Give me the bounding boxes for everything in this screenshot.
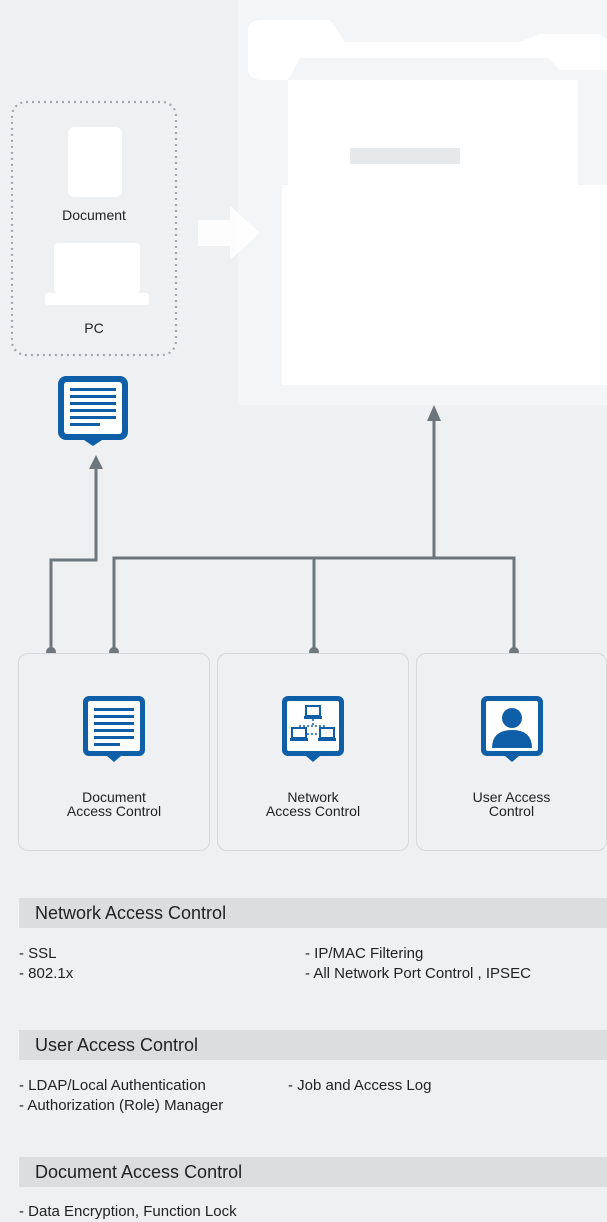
network-icon	[282, 696, 344, 762]
card-document-line1: Document	[82, 789, 146, 805]
document-item-encryption: - Data Encryption, Function Lock	[19, 1203, 237, 1220]
pc-label: PC	[84, 320, 104, 336]
card-network-label: Network Access Control	[218, 790, 408, 818]
document-icon	[58, 376, 128, 446]
card-document-label: Document Access Control	[19, 790, 209, 818]
document-icon	[83, 696, 145, 762]
card-document-access-control: Document Access Control	[18, 653, 210, 851]
source-group-box	[10, 100, 178, 357]
section-document-header: Document Access Control	[19, 1157, 607, 1187]
user-item-authorization: - Authorization (Role) Manager	[19, 1097, 224, 1114]
connector-lines	[49, 420, 516, 652]
network-item-ssl: - SSL	[19, 945, 57, 962]
user-item-job-log: - Job and Access Log	[288, 1077, 432, 1094]
arrowhead-printer	[427, 405, 441, 421]
document-label: Document	[62, 207, 126, 223]
card-network-access-control: Network Access Control	[217, 653, 409, 851]
document-silhouette	[68, 127, 122, 197]
network-item-8021x: - 802.1x	[19, 965, 74, 982]
card-user-line2: Control	[488, 803, 535, 819]
printer-silhouette	[238, 0, 607, 405]
section-user-header: User Access Control	[19, 1030, 607, 1060]
section-document-title: Document Access Control	[35, 1162, 243, 1182]
card-network-line2: Access Control	[265, 803, 361, 819]
card-user-access-control: User Access Control	[416, 653, 607, 851]
laptop-silhouette	[45, 243, 149, 305]
flow-arrow	[198, 206, 260, 260]
section-network-title: Network Access Control	[35, 903, 227, 923]
network-item-ip-mac: - IP/MAC Filtering	[305, 945, 424, 962]
section-network-header: Network Access Control	[19, 898, 607, 928]
card-document-line2: Access Control	[66, 803, 162, 819]
arrowhead-document	[89, 455, 103, 469]
card-network-line1: Network	[287, 789, 339, 805]
user-item-ldap: - LDAP/Local Authentication	[19, 1077, 206, 1094]
card-user-label: User Access Control	[417, 790, 606, 818]
card-user-line1: User Access	[472, 789, 551, 805]
network-item-port-control: - All Network Port Control , IPSEC	[305, 965, 531, 982]
section-user-title: User Access Control	[35, 1035, 199, 1055]
user-icon	[481, 696, 543, 762]
